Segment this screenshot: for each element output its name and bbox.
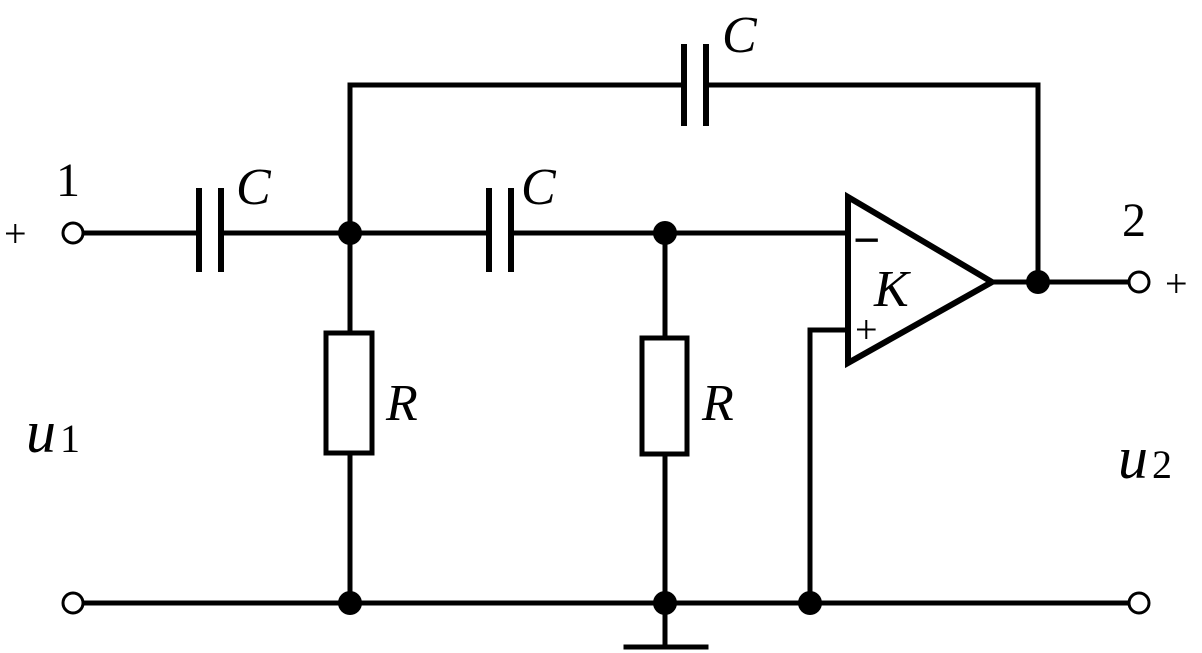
right-resistor xyxy=(639,335,690,457)
op-amp-gain-label: K xyxy=(873,261,911,318)
input-terminal-top xyxy=(61,221,85,245)
input-polarity-sign: + xyxy=(4,211,27,256)
op-amp-triangle xyxy=(845,191,999,369)
input-voltage-subscript: 1 xyxy=(60,416,80,461)
wire-feedback-left xyxy=(347,82,686,236)
output-voltage-subscript: 2 xyxy=(1152,442,1172,487)
junction-node xyxy=(653,221,677,245)
input-terminal-bottom xyxy=(61,591,85,615)
feedback-capacitor xyxy=(681,44,709,126)
output-terminal-bottom xyxy=(1127,591,1151,615)
middle-capacitor xyxy=(486,188,514,272)
output-voltage-symbol: u xyxy=(1118,425,1148,491)
junction-node xyxy=(798,591,822,615)
junction-nodes xyxy=(338,221,1050,615)
right-resistor-label: R xyxy=(701,375,734,432)
middle-capacitor-label: C xyxy=(521,159,557,216)
op-amp-noninverting-sign: + xyxy=(855,307,878,352)
input-capacitor xyxy=(196,188,224,272)
op-amp-inverting-sign: − xyxy=(853,214,880,267)
input-terminal-number: 1 xyxy=(56,154,80,207)
junction-node xyxy=(1026,270,1050,294)
left-resistor xyxy=(323,330,375,456)
wires xyxy=(81,82,1131,650)
output-terminal-top xyxy=(1127,270,1151,294)
wire-noninverting-ground xyxy=(807,327,851,606)
junction-node xyxy=(653,591,677,615)
junction-node xyxy=(338,591,362,615)
output-polarity-sign: + xyxy=(1165,261,1188,306)
junction-node xyxy=(338,221,362,245)
feedback-capacitor-label: C xyxy=(722,7,758,64)
input-voltage-symbol: u xyxy=(26,399,56,465)
wire-feedback-right xyxy=(704,82,1041,285)
left-resistor-label: R xyxy=(385,375,418,432)
input-capacitor-label: C xyxy=(236,159,272,216)
output-terminal-number: 2 xyxy=(1122,194,1146,247)
